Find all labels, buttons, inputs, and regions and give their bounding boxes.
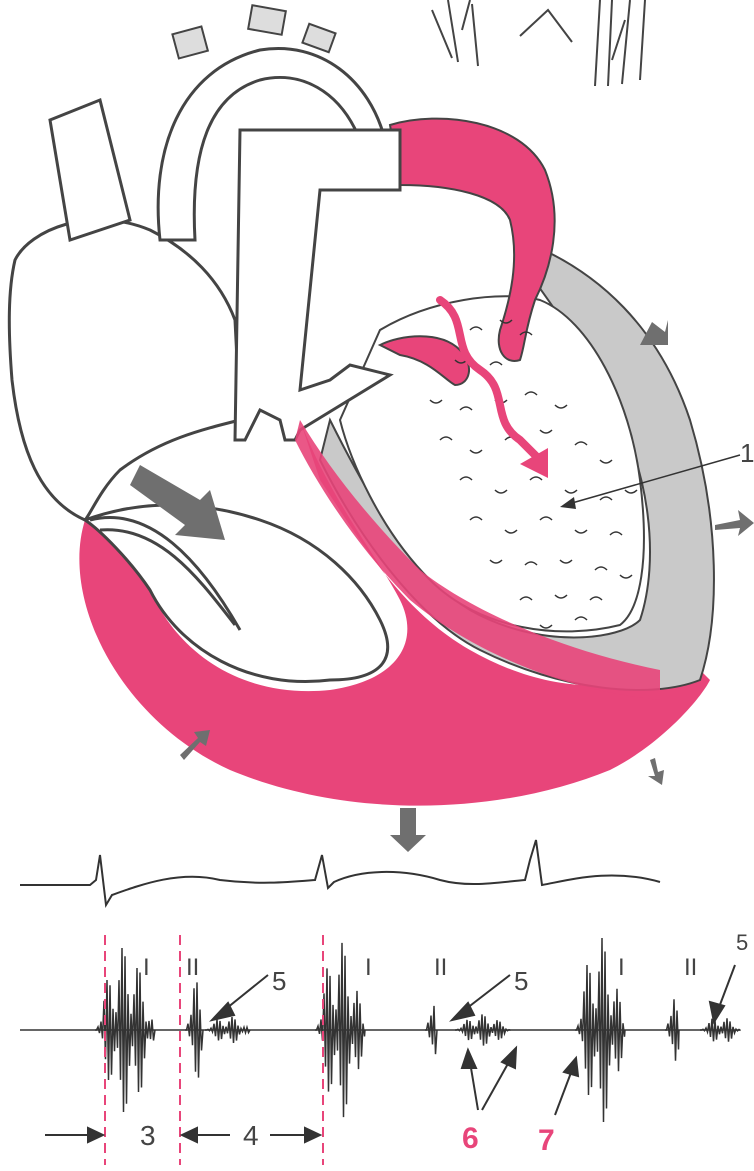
heart-sound-burst <box>665 999 679 1061</box>
beat3-s2-label: II <box>684 954 697 981</box>
heart-sound-burst <box>455 1014 511 1045</box>
callout-1: 1 <box>740 438 754 468</box>
right-atrium <box>9 220 240 520</box>
phonocardiogram <box>20 938 741 1122</box>
beat3-s1-label: I <box>618 954 625 981</box>
superior-vena-cava <box>50 100 130 240</box>
heart-sound-burst <box>700 1018 741 1041</box>
beat1-s1-label: I <box>143 954 150 981</box>
ecg-trace <box>20 840 660 905</box>
heart-sound-burst <box>425 1006 437 1054</box>
callout-5a: 5 <box>272 966 286 996</box>
beat1-s2-label: II <box>186 954 199 981</box>
callout-5b: 5 <box>514 966 528 996</box>
aortic-branch-1 <box>172 27 207 59</box>
interval-arrows <box>45 1128 320 1142</box>
callout-7: 7 <box>538 1124 555 1157</box>
beat2-s2-label: II <box>434 954 447 981</box>
callout-4: 4 <box>243 1120 259 1151</box>
callout-5c: 5 <box>736 930 748 955</box>
callout-6: 6 <box>462 1122 479 1155</box>
callout-3: 3 <box>140 1120 156 1151</box>
aortic-branch-3 <box>302 24 335 52</box>
beat2-s1-label: I <box>365 954 372 981</box>
vessel-sketch <box>432 0 645 86</box>
callout-6-7-arrows <box>462 1048 578 1115</box>
aortic-branch-2 <box>248 5 286 35</box>
callout-5-arrows <box>212 965 735 1022</box>
